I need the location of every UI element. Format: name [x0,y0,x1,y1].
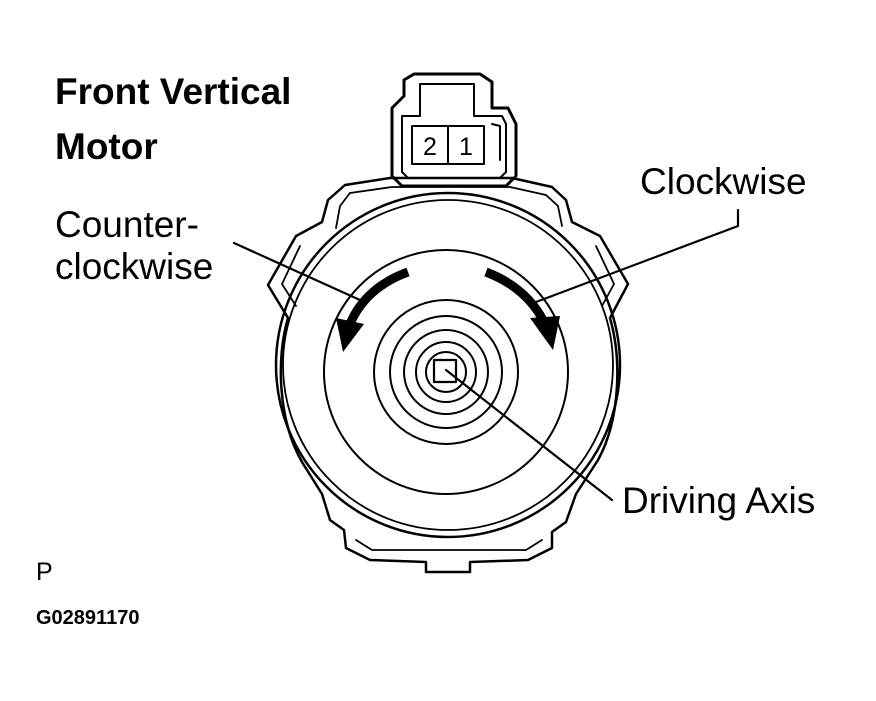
driving-axis-leader [444,368,614,502]
counterclockwise-leader [232,241,362,302]
title-line-2: Motor [55,126,158,167]
counterclockwise-label-line-1: Counter- [55,204,199,245]
ring-6 [415,341,477,403]
ring-5 [403,329,489,415]
connector-inner [401,83,507,179]
clockwise-label: Clockwise [640,161,807,202]
counterclockwise-arrow-shaft [345,267,410,326]
counterclockwise-label-line-2: clockwise [55,246,214,287]
clockwise-leader [534,208,740,304]
housing-inner-trim [349,186,563,227]
connector-latch [491,123,501,161]
ring-3 [373,299,519,445]
motor-housing-outline [266,176,630,574]
housing-inner-trim-left [335,192,351,229]
connector-outer [390,72,518,188]
connector-pin-2-label: 2 [423,133,437,161]
counterclockwise-arrowhead-icon [336,318,364,352]
middle-ring [323,249,569,495]
connector-pin-right-box [447,125,485,165]
driving-axis-label: Driving Axis [622,480,816,521]
title-line-1: Front Vertical [55,71,292,112]
ring-4 [389,315,503,429]
view-letter: P [36,558,53,586]
clockwise-arrowhead-icon [530,316,560,350]
outer-ring-inner [282,199,614,531]
ring-7 [425,351,467,393]
clockwise-arrow-shaft [484,267,549,325]
housing-bottom-trim [355,539,543,551]
figure-code: G02891170 [36,607,140,629]
connector-pin-1-label: 1 [459,133,473,161]
driving-axis-square [432,358,458,384]
left-tab-detail [281,245,301,307]
outer-ring [274,191,622,539]
